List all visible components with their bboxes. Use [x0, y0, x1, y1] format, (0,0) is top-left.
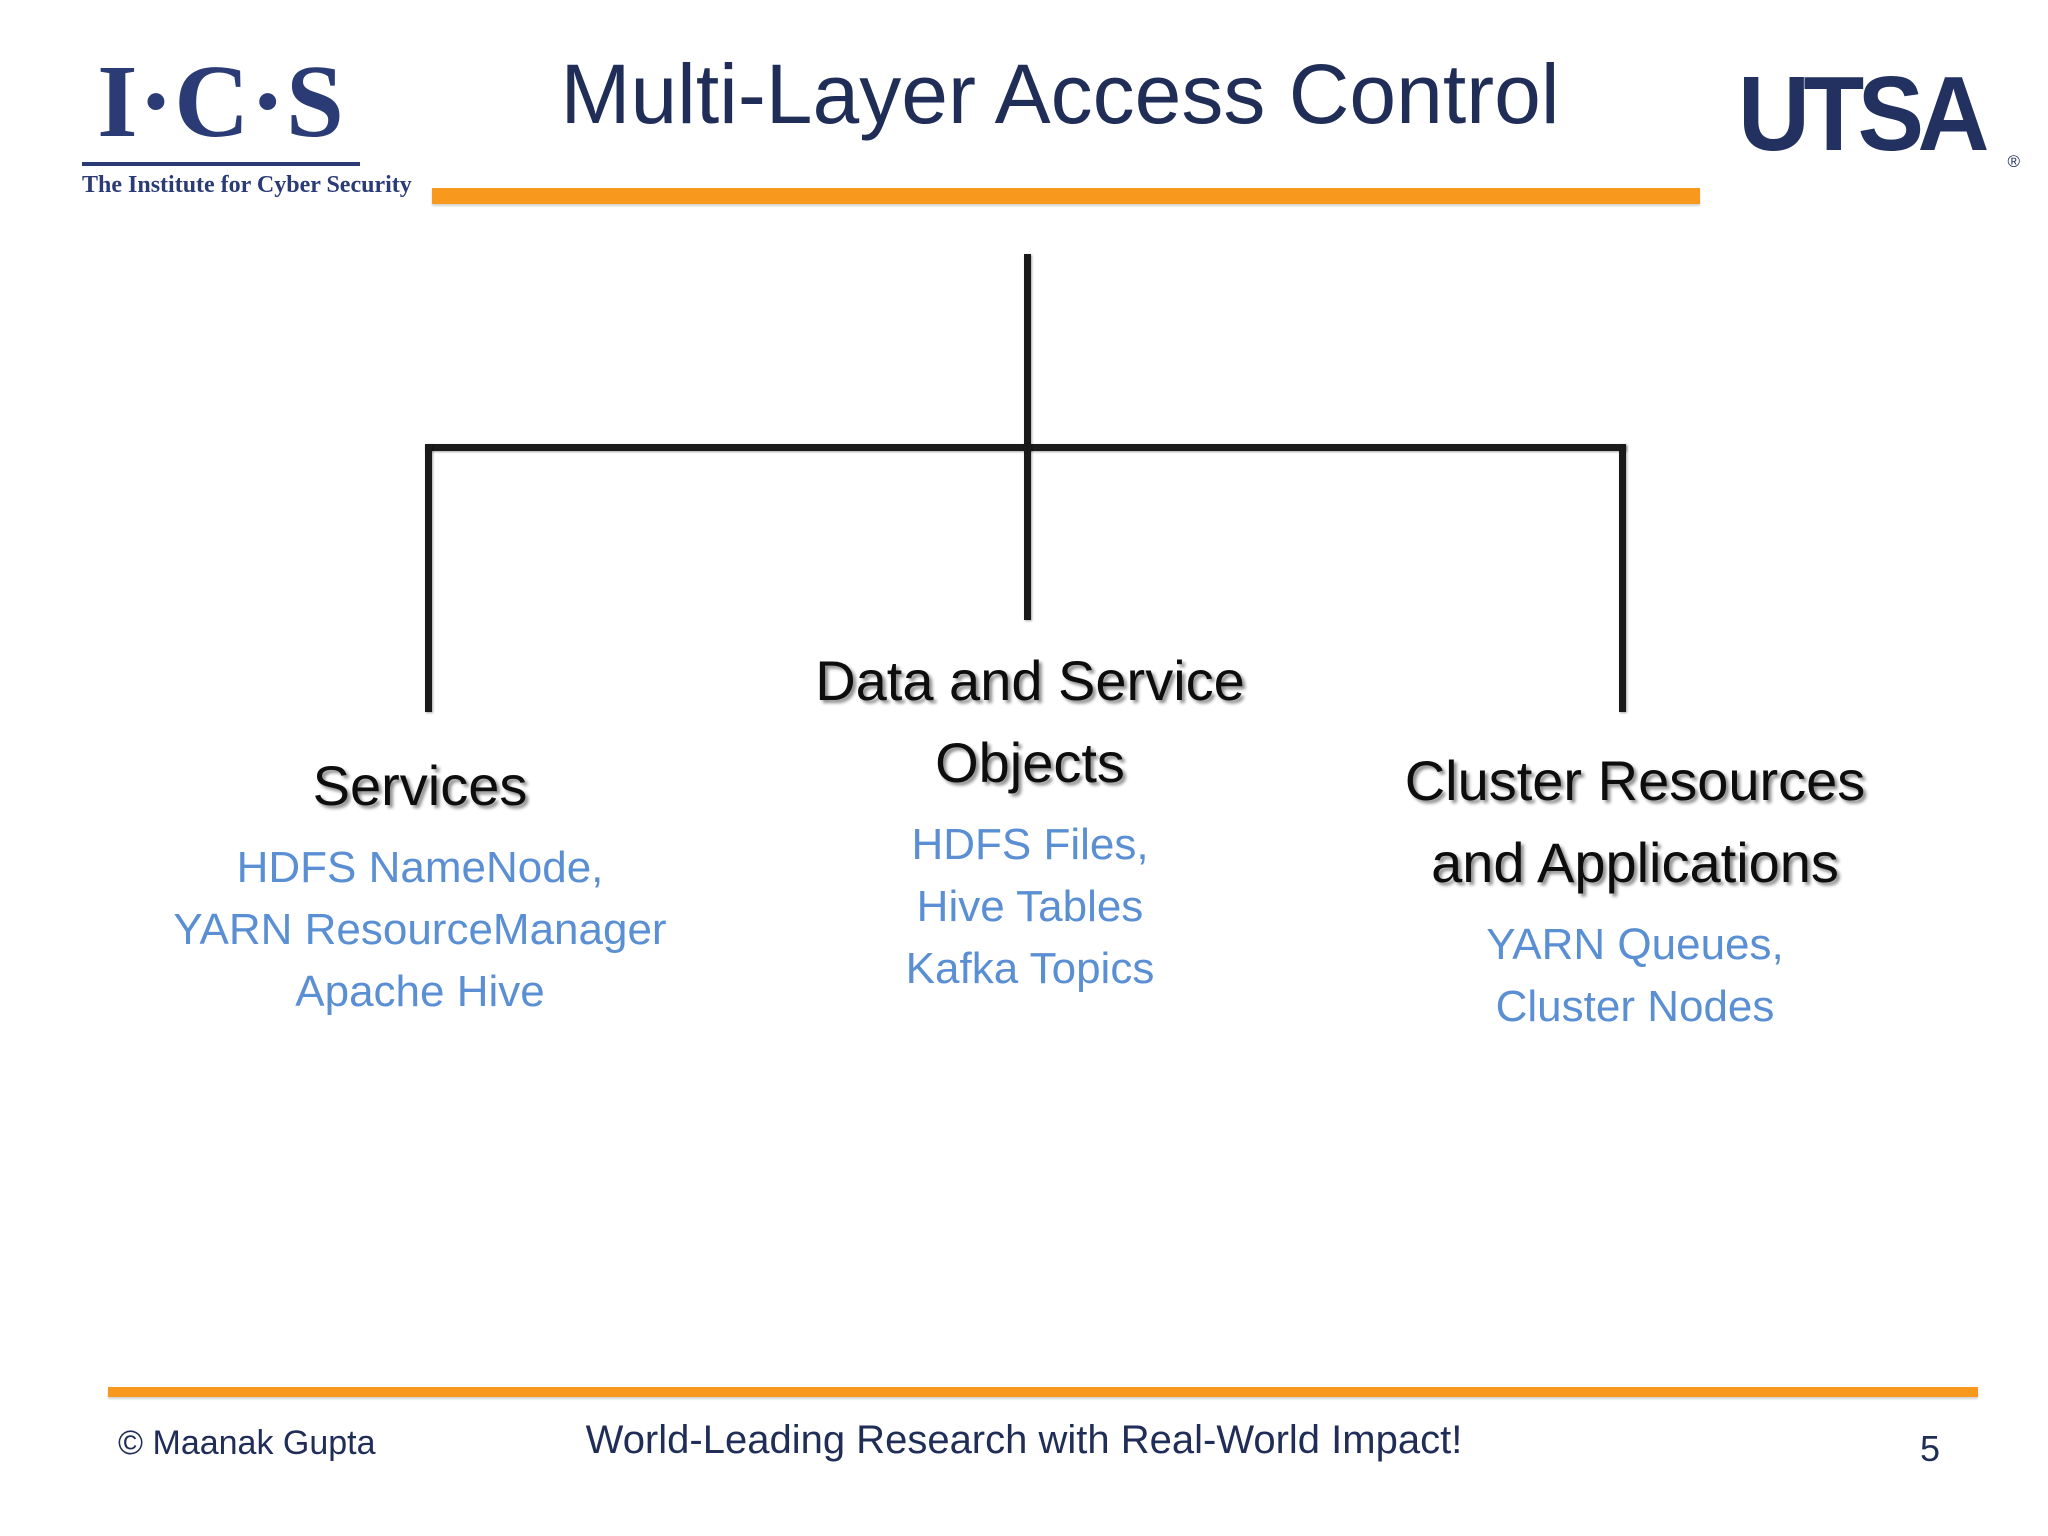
node-data-objects-title: Data and Service Objects — [740, 640, 1320, 804]
ics-logo: I·C·S The Institute for Cyber Security — [82, 44, 412, 208]
node-services-item: HDFS NameNode, — [236, 843, 604, 892]
utsa-wordmark: UTSA — [1738, 55, 1990, 173]
node-cluster-title: Cluster Resources and Applications — [1340, 740, 1930, 904]
node-data-and-service-objects: Data and Service Objects HDFS Files, Hiv… — [740, 640, 1320, 1000]
registered-trademark-icon: ® — [2007, 152, 2020, 171]
node-services: Services HDFS NameNode, YARN ResourceMan… — [120, 745, 720, 1023]
utsa-logo: UTSA ® — [1738, 55, 2020, 178]
node-cluster-title-line2: and Applications — [1431, 831, 1839, 894]
node-data-objects-item: Kafka Topics — [905, 944, 1155, 993]
node-services-item: YARN ResourceManager — [173, 905, 667, 954]
node-data-objects-item: Hive Tables — [916, 882, 1144, 931]
node-cluster-resources-and-applications: Cluster Resources and Applications YARN … — [1340, 740, 1930, 1038]
node-cluster-items: YARN Queues, Cluster Nodes — [1340, 914, 1930, 1038]
ics-tagline: The Institute for Cyber Security — [82, 172, 412, 198]
ics-wordmark: I·C·S — [97, 44, 345, 159]
title-underline-bar — [432, 188, 1700, 204]
node-data-objects-title-line1: Data and Service — [815, 649, 1245, 712]
node-cluster-item: Cluster Nodes — [1495, 982, 1775, 1031]
footer-divider-bar — [108, 1387, 1978, 1397]
tree-branch-right-line — [1619, 444, 1626, 712]
node-data-objects-items: HDFS Files, Hive Tables Kafka Topics — [740, 814, 1320, 1000]
node-cluster-title-line1: Cluster Resources — [1404, 749, 1866, 812]
node-services-items: HDFS NameNode, YARN ResourceManager Apac… — [120, 837, 720, 1023]
footer-tagline: World-Leading Research with Real-World I… — [585, 1418, 1463, 1462]
node-services-item: Apache Hive — [295, 967, 545, 1016]
node-services-title: Services — [312, 754, 528, 817]
node-data-objects-item: HDFS Files, — [911, 820, 1149, 869]
node-cluster-item: YARN Queues, — [1486, 920, 1784, 969]
page-title: Multi-Layer Access Control — [560, 47, 1560, 141]
ics-logo-divider — [82, 162, 360, 166]
tree-trunk-line — [1024, 254, 1031, 450]
tree-branch-left-line — [425, 444, 432, 712]
page-number: 5 — [1920, 1428, 1941, 1469]
footer-copyright: © Maanak Gupta — [118, 1424, 376, 1462]
tree-branch-middle-line — [1024, 444, 1031, 620]
node-data-objects-title-line2: Objects — [935, 731, 1125, 794]
